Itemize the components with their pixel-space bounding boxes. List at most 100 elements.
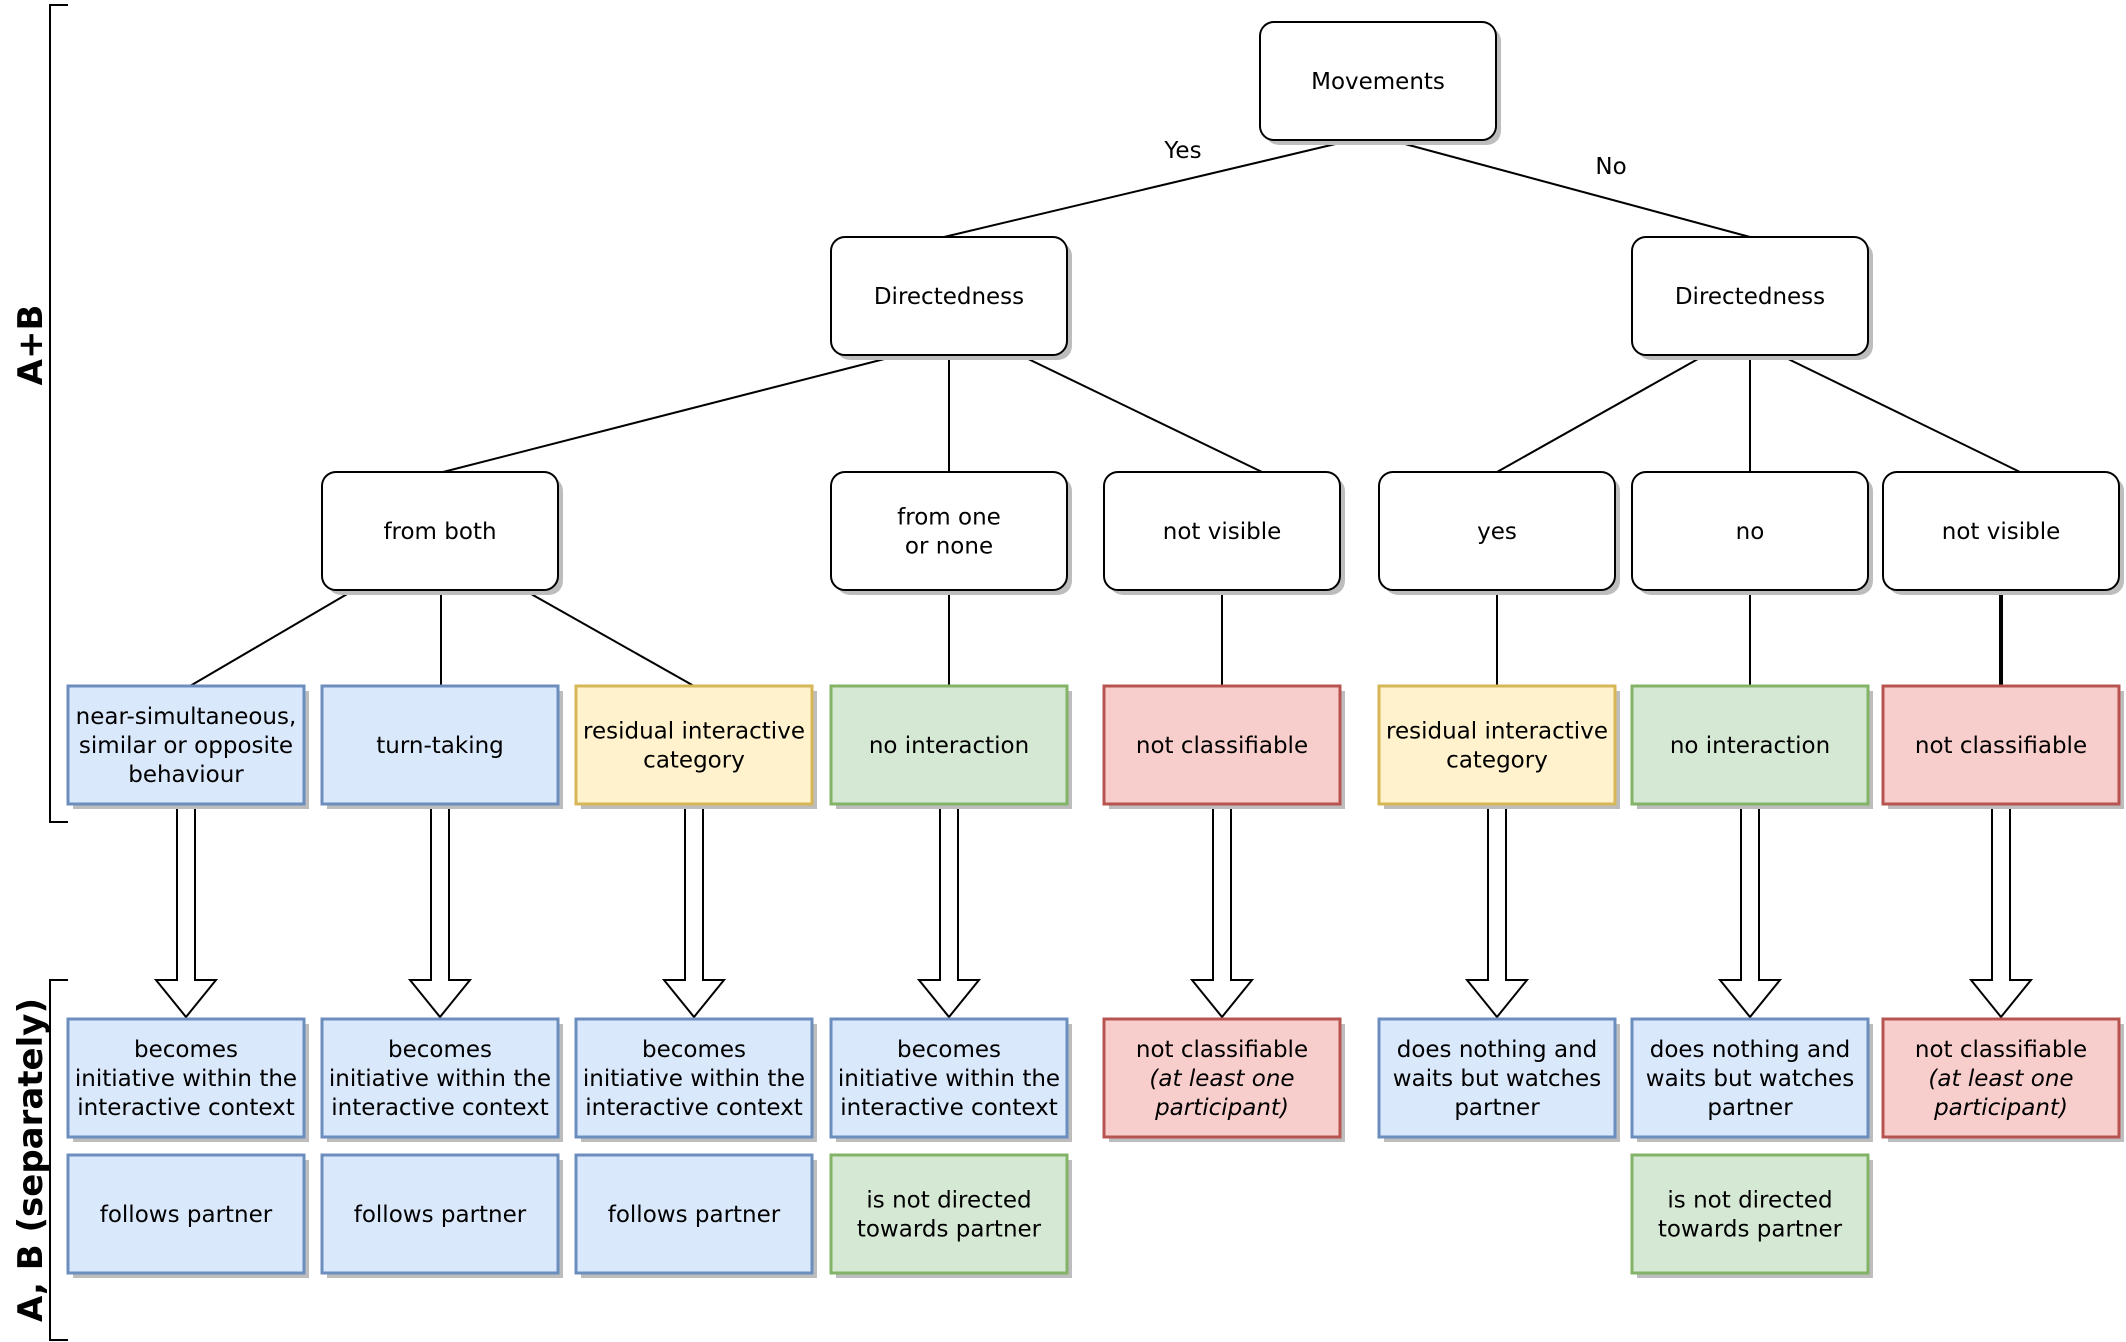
box-text-line: becomes — [134, 1037, 238, 1063]
box-frame — [574, 684, 814, 806]
box-frame — [1881, 684, 2121, 806]
box-text-line: initiative within the — [838, 1066, 1060, 1092]
tree-edges: Yes No — [189, 138, 2021, 687]
down-arrow-col8 — [1968, 803, 2034, 1019]
box-frame — [1377, 684, 1617, 806]
down-arrow-col7 — [1717, 803, 1783, 1019]
box-frame — [320, 684, 560, 806]
box-text-line: does nothing and — [1397, 1037, 1598, 1063]
box-frame — [320, 1017, 560, 1139]
box-text-line: waits but watches — [1646, 1066, 1854, 1092]
outcome-boxes-row1: becomes initiative within the interactive … — [66, 1017, 2124, 1142]
outcome-row1-col5: not classifiable(at least oneparticipant… — [1102, 1017, 1345, 1142]
box-text-line: becomes — [388, 1037, 492, 1063]
outcome-boxes-row2: follows partner follows partner follows pa… — [66, 1153, 1873, 1278]
box-text-line: not visible — [1163, 519, 1282, 545]
box-frame — [829, 1153, 1069, 1275]
box-frame — [66, 684, 306, 806]
box-frame — [66, 1153, 306, 1275]
box-text-line: is not directed — [1667, 1188, 1832, 1214]
outcome-row2-col3: follows partner — [574, 1153, 817, 1278]
box-frame — [1378, 471, 1616, 591]
box-frame — [574, 1153, 814, 1275]
box-frame — [1631, 471, 1869, 591]
node-not-visible-2: not visible — [1882, 471, 2124, 595]
box-text-line: towards partner — [1658, 1217, 1843, 1243]
box-frame — [830, 471, 1068, 591]
box-text-line: initiative within the — [75, 1066, 297, 1092]
category-boxes: near-simultaneous,similar or oppositebeh… — [66, 684, 2124, 809]
edge-label-no: No — [1595, 154, 1626, 180]
category-not-classifiable-1: not classifiable — [1102, 684, 1345, 809]
box-text-line: category — [1446, 748, 1548, 774]
box-text-line: waits but watches — [1393, 1066, 1601, 1092]
box-text-line: no interaction — [869, 733, 1029, 759]
box-frame — [829, 684, 1069, 806]
box-text-line: yes — [1477, 519, 1517, 545]
box-text-line: interactive context — [331, 1095, 549, 1121]
node-no: no — [1631, 471, 1873, 595]
outcome-row2-col4: is not directed towards partner — [829, 1153, 1072, 1278]
box-text-line: partner — [1707, 1095, 1793, 1121]
box-text-line: similar or opposite — [79, 733, 293, 759]
box-text-line: or none — [905, 534, 993, 560]
box-text-line: towards partner — [857, 1217, 1042, 1243]
box-text-line: initiative within the — [583, 1066, 805, 1092]
box-text-line: Directedness — [1675, 284, 1825, 310]
box-frame — [321, 471, 559, 591]
box-text-line: interactive context — [840, 1095, 1058, 1121]
down-arrow-col2 — [407, 803, 473, 1019]
box-text-line: follows partner — [608, 1202, 781, 1228]
down-arrow-col3 — [661, 803, 727, 1019]
box-text-line: partner — [1454, 1095, 1540, 1121]
box-text-line: not visible — [1942, 519, 2061, 545]
outcome-row2-col2: follows partner — [320, 1153, 563, 1278]
box-text-line: Movements — [1311, 69, 1445, 95]
down-arrow-col1 — [153, 803, 219, 1019]
box-text-line: participant) — [1933, 1095, 2068, 1121]
box-frame — [1630, 1017, 1870, 1139]
side-label-joint: A+B — [11, 305, 51, 386]
down-arrow-col4 — [916, 803, 982, 1019]
box-text-line: from one — [897, 505, 1001, 531]
box-frame — [1102, 684, 1342, 806]
down-arrow-col6 — [1464, 803, 1530, 1019]
category-no-interaction-1: no interaction — [829, 684, 1072, 809]
node-yes: yes — [1378, 471, 1620, 595]
box-text-line: near-simultaneous, — [76, 704, 297, 730]
box-text-line: not classifiable — [1915, 1037, 2087, 1063]
box-text-line: interactive context — [585, 1095, 803, 1121]
box-frame — [829, 1017, 1069, 1139]
node-directedness-no: Directedness — [1631, 236, 1873, 360]
box-text-line: from both — [383, 519, 496, 545]
box-frame — [66, 1017, 306, 1139]
arrows — [153, 803, 2034, 1019]
outcome-row2-col1: follows partner — [66, 1153, 309, 1278]
box-text-line: follows partner — [100, 1202, 273, 1228]
box-text-line: category — [643, 748, 745, 774]
bracket-joint: A+B — [11, 4, 68, 823]
box-frame — [320, 1153, 560, 1275]
box-text-line: (at least one — [1149, 1066, 1294, 1092]
box-text-line: turn-taking — [376, 733, 504, 759]
outcome-row1-col2: becomes initiative within the interactive … — [320, 1017, 563, 1142]
box-frame — [1631, 236, 1869, 356]
box-text-line: interactive context — [77, 1095, 295, 1121]
side-label-separate: A, B (separately) — [11, 998, 51, 1322]
box-frame — [1630, 684, 1870, 806]
outcome-row1-col8: not classifiable(at least oneparticipant… — [1881, 1017, 2124, 1142]
box-text-line: initiative within the — [329, 1066, 551, 1092]
box-frame — [830, 236, 1068, 356]
category-near-simultaneous: near-simultaneous,similar or oppositebeh… — [66, 684, 309, 809]
outcome-row2-col7: is not directed towards partner — [1630, 1153, 1873, 1278]
category-turn-taking: turn-taking — [320, 684, 563, 809]
down-arrow-col5 — [1189, 803, 1255, 1019]
box-text-line: is not directed — [866, 1188, 1031, 1214]
box-text-line: no — [1736, 519, 1765, 545]
